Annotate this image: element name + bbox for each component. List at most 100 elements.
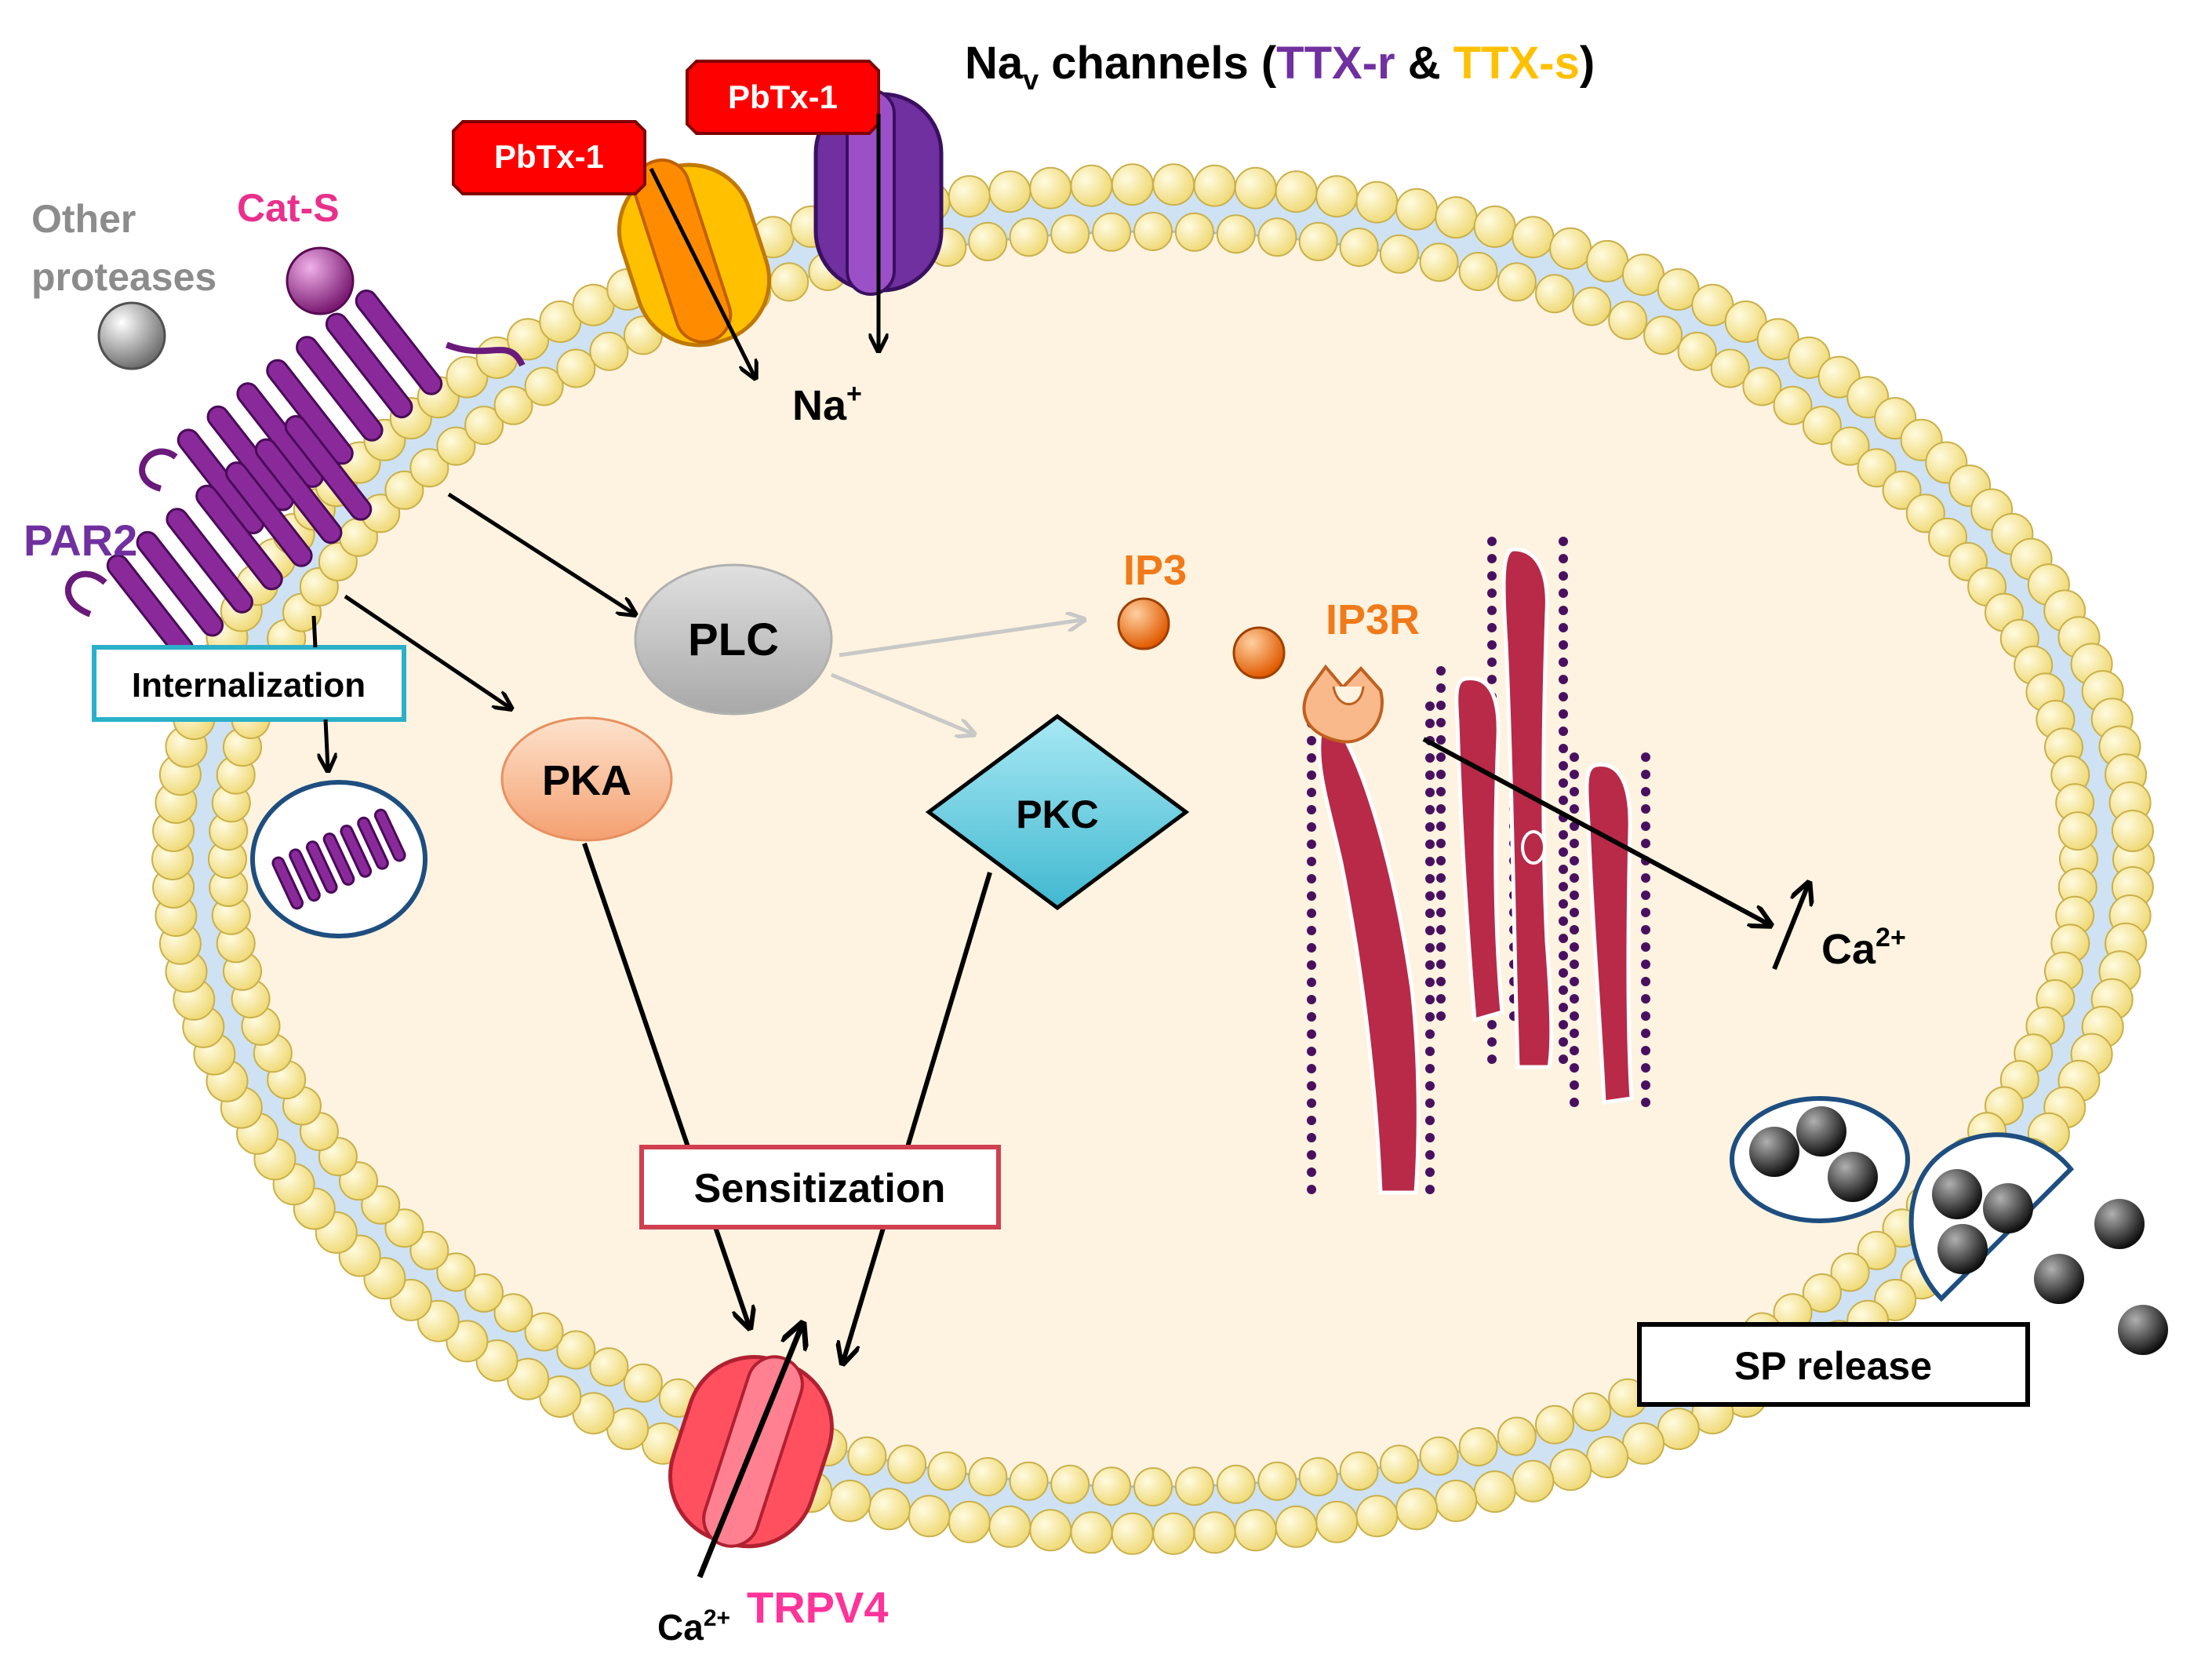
ribosome-dot: [1425, 788, 1435, 797]
ribosome-dot: [1559, 830, 1568, 840]
lipid-head: [868, 1488, 911, 1531]
lipid-head: [446, 355, 489, 399]
ribosome-dot: [1307, 995, 1316, 1004]
ribosome-dot: [1570, 942, 1579, 952]
lipid-head: [1435, 1479, 1478, 1522]
par2-receptor-lower[interactable]: [61, 406, 375, 692]
lipid-head: [968, 1457, 1008, 1497]
lipid-head: [1497, 262, 1537, 302]
other-proteases-label-line2: proteases: [31, 255, 216, 299]
ribosome-dot: [1559, 951, 1568, 960]
ribosome-dot: [1307, 788, 1316, 797]
lipid-head: [1070, 1511, 1113, 1554]
lipid-head: [1152, 163, 1195, 206]
lipid-head: [524, 366, 564, 406]
lipid-head: [2111, 810, 2154, 852]
ribosome-dot: [1559, 1003, 1568, 1012]
ribosome-dot: [1487, 606, 1497, 615]
ribosome-dot: [1425, 960, 1435, 970]
ribosome-dot: [1641, 821, 1650, 831]
ribosome-dot: [1425, 1116, 1435, 1125]
par2-helix: [254, 438, 343, 545]
lipid-head: [1830, 1252, 1870, 1292]
ribosome-dot: [1307, 840, 1316, 849]
ribosome-dot: [1425, 1167, 1435, 1177]
lipid-head: [1473, 1470, 1516, 1514]
lipid-head: [1742, 366, 1782, 406]
lipid-head: [828, 1479, 871, 1522]
lipid-head: [1257, 217, 1297, 257]
svg-text:SP release: SP release: [1734, 1344, 1932, 1388]
ribosome-dot: [1641, 1063, 1650, 1073]
lipid-head: [908, 1495, 951, 1538]
ip3-receptor[interactable]: [1302, 664, 1384, 744]
ribosome-dot: [1559, 934, 1568, 943]
ribosome-dot: [1570, 873, 1579, 883]
plc-node[interactable]: PLC: [634, 563, 833, 716]
ribosome-dot: [1425, 995, 1435, 1004]
lipid-head: [623, 1363, 663, 1403]
ribosome-dot: [1559, 882, 1568, 891]
trpv4-label: TRPV4: [747, 1583, 889, 1632]
lipid-head: [1355, 180, 1399, 224]
lipid-head: [589, 331, 629, 371]
lipid-head: [769, 262, 809, 302]
ribosome-dot: [1425, 1047, 1435, 1056]
lipid-head: [507, 1357, 550, 1401]
lipid-head: [1882, 470, 1922, 510]
ip3r-label: IP3R: [1326, 596, 1420, 643]
ribosome-dot: [1641, 1046, 1650, 1055]
ribosome-dot: [1570, 908, 1579, 917]
ribosome-dot: [1559, 847, 1568, 857]
ribosome-dot: [1425, 1150, 1435, 1160]
ribosome-dot: [1641, 1098, 1650, 1107]
ribosome-dot: [1436, 977, 1446, 986]
ribosome-dot: [1641, 925, 1650, 934]
ribosome-dot: [1425, 719, 1435, 728]
svg-text:PbTx-1: PbTx-1: [728, 78, 838, 115]
lipid-head: [1133, 212, 1173, 251]
nav-channels-title: Nav channels (TTX-r & TTX-s): [965, 38, 1595, 96]
ribosome-dot: [1559, 744, 1568, 753]
ribosome-dot: [1425, 701, 1435, 711]
ribosome-dot: [1559, 623, 1568, 632]
lipid-head: [1257, 1461, 1297, 1501]
ribosome-dot: [1307, 1029, 1316, 1039]
ribosome-dot: [1641, 873, 1650, 883]
pka-node[interactable]: PKA: [500, 716, 673, 842]
ribosome-dot: [1436, 701, 1446, 710]
sp-exocytosis-vesicle: [1908, 1132, 2075, 1302]
lipid-head: [1802, 406, 1842, 446]
ribosome-dot: [1559, 1020, 1568, 1029]
ribosome-dot: [1570, 821, 1579, 831]
ribosome-dot: [1436, 735, 1446, 745]
ribosome-dot: [1570, 1098, 1579, 1107]
ribosome-dot: [1570, 1046, 1579, 1055]
ribosome-dot: [1570, 770, 1579, 779]
ribosome-dot: [1487, 1055, 1497, 1064]
lipid-head: [384, 470, 424, 510]
ribosome-dot: [1307, 1081, 1316, 1091]
ribosome-dot: [1307, 822, 1316, 832]
ribosome-dot: [1570, 925, 1579, 934]
pkc-node[interactable]: PKC: [925, 713, 1190, 911]
lipid-head: [988, 170, 1031, 213]
ip3-molecule-2: [1232, 626, 1286, 679]
ribosome-dot: [1307, 926, 1316, 935]
lipid-head: [988, 1505, 1031, 1548]
lipid-head: [1070, 164, 1113, 207]
ribosome-dot: [1436, 839, 1446, 848]
ribosome-dot: [1570, 891, 1579, 900]
ribosome-dot: [1641, 752, 1650, 762]
ribosome-dot: [1641, 839, 1650, 848]
ribosome-dot: [1307, 978, 1316, 987]
other-proteases-label: Other: [31, 197, 136, 241]
ribosome-dot: [1559, 588, 1568, 598]
lipid-head: [1379, 1444, 1419, 1484]
lipid-head: [1275, 1505, 1318, 1548]
ip3-molecule-1: [1117, 597, 1170, 650]
plc-to-pkc-arrow: [831, 672, 973, 734]
lipid-head: [1315, 175, 1359, 218]
ribosome-dot: [1570, 856, 1579, 865]
lipid-head: [1756, 318, 1799, 361]
